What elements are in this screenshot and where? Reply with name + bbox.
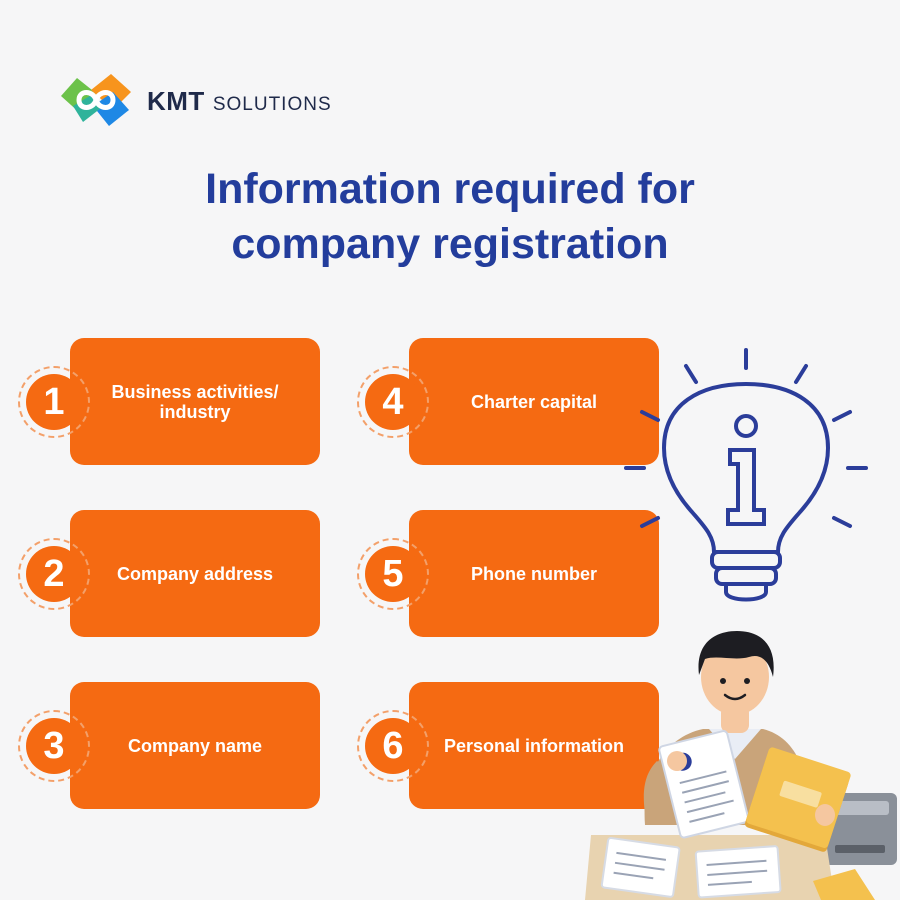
kmt-logo-icon bbox=[61, 74, 131, 126]
card-company-address: Company address bbox=[70, 510, 320, 637]
card-charter-capital: Charter capital bbox=[409, 338, 659, 465]
badge-number: 2 bbox=[26, 546, 82, 602]
card-company-name: Company name bbox=[70, 682, 320, 809]
card-label: Phone number bbox=[470, 563, 597, 584]
card-label: Charter capital bbox=[470, 391, 598, 412]
card-label: Company name bbox=[127, 735, 263, 756]
card-label: Company address bbox=[116, 563, 274, 584]
title-line-1: Information required for bbox=[205, 165, 695, 213]
badge-number: 6 bbox=[365, 718, 421, 774]
info-lightbulb-icon bbox=[624, 348, 868, 602]
brand-name-main: KMT bbox=[147, 86, 205, 116]
number-badge-1: 1 bbox=[18, 366, 90, 438]
number-badge-3: 3 bbox=[18, 710, 90, 782]
number-badge-5: 5 bbox=[357, 538, 429, 610]
badge-number: 1 bbox=[26, 374, 82, 430]
card-label: Business activities/ industry bbox=[111, 381, 279, 422]
person-with-documents-illustration bbox=[585, 631, 897, 900]
badge-number: 5 bbox=[365, 546, 421, 602]
card-personal-information: Personal information bbox=[409, 682, 659, 809]
brand-name: KMT SOLUTIONS bbox=[147, 86, 332, 117]
card-label: Personal information bbox=[443, 735, 625, 756]
badge-number: 3 bbox=[26, 718, 82, 774]
title-line-2: company registration bbox=[231, 220, 669, 268]
number-badge-6: 6 bbox=[357, 710, 429, 782]
card-business-activities: Business activities/ industry bbox=[70, 338, 320, 465]
page-title: Information required for company registr… bbox=[0, 162, 900, 272]
card-phone-number: Phone number bbox=[409, 510, 659, 637]
number-badge-4: 4 bbox=[357, 366, 429, 438]
number-badge-2: 2 bbox=[18, 538, 90, 610]
brand-name-sub: SOLUTIONS bbox=[212, 94, 332, 115]
badge-number: 4 bbox=[365, 374, 421, 430]
